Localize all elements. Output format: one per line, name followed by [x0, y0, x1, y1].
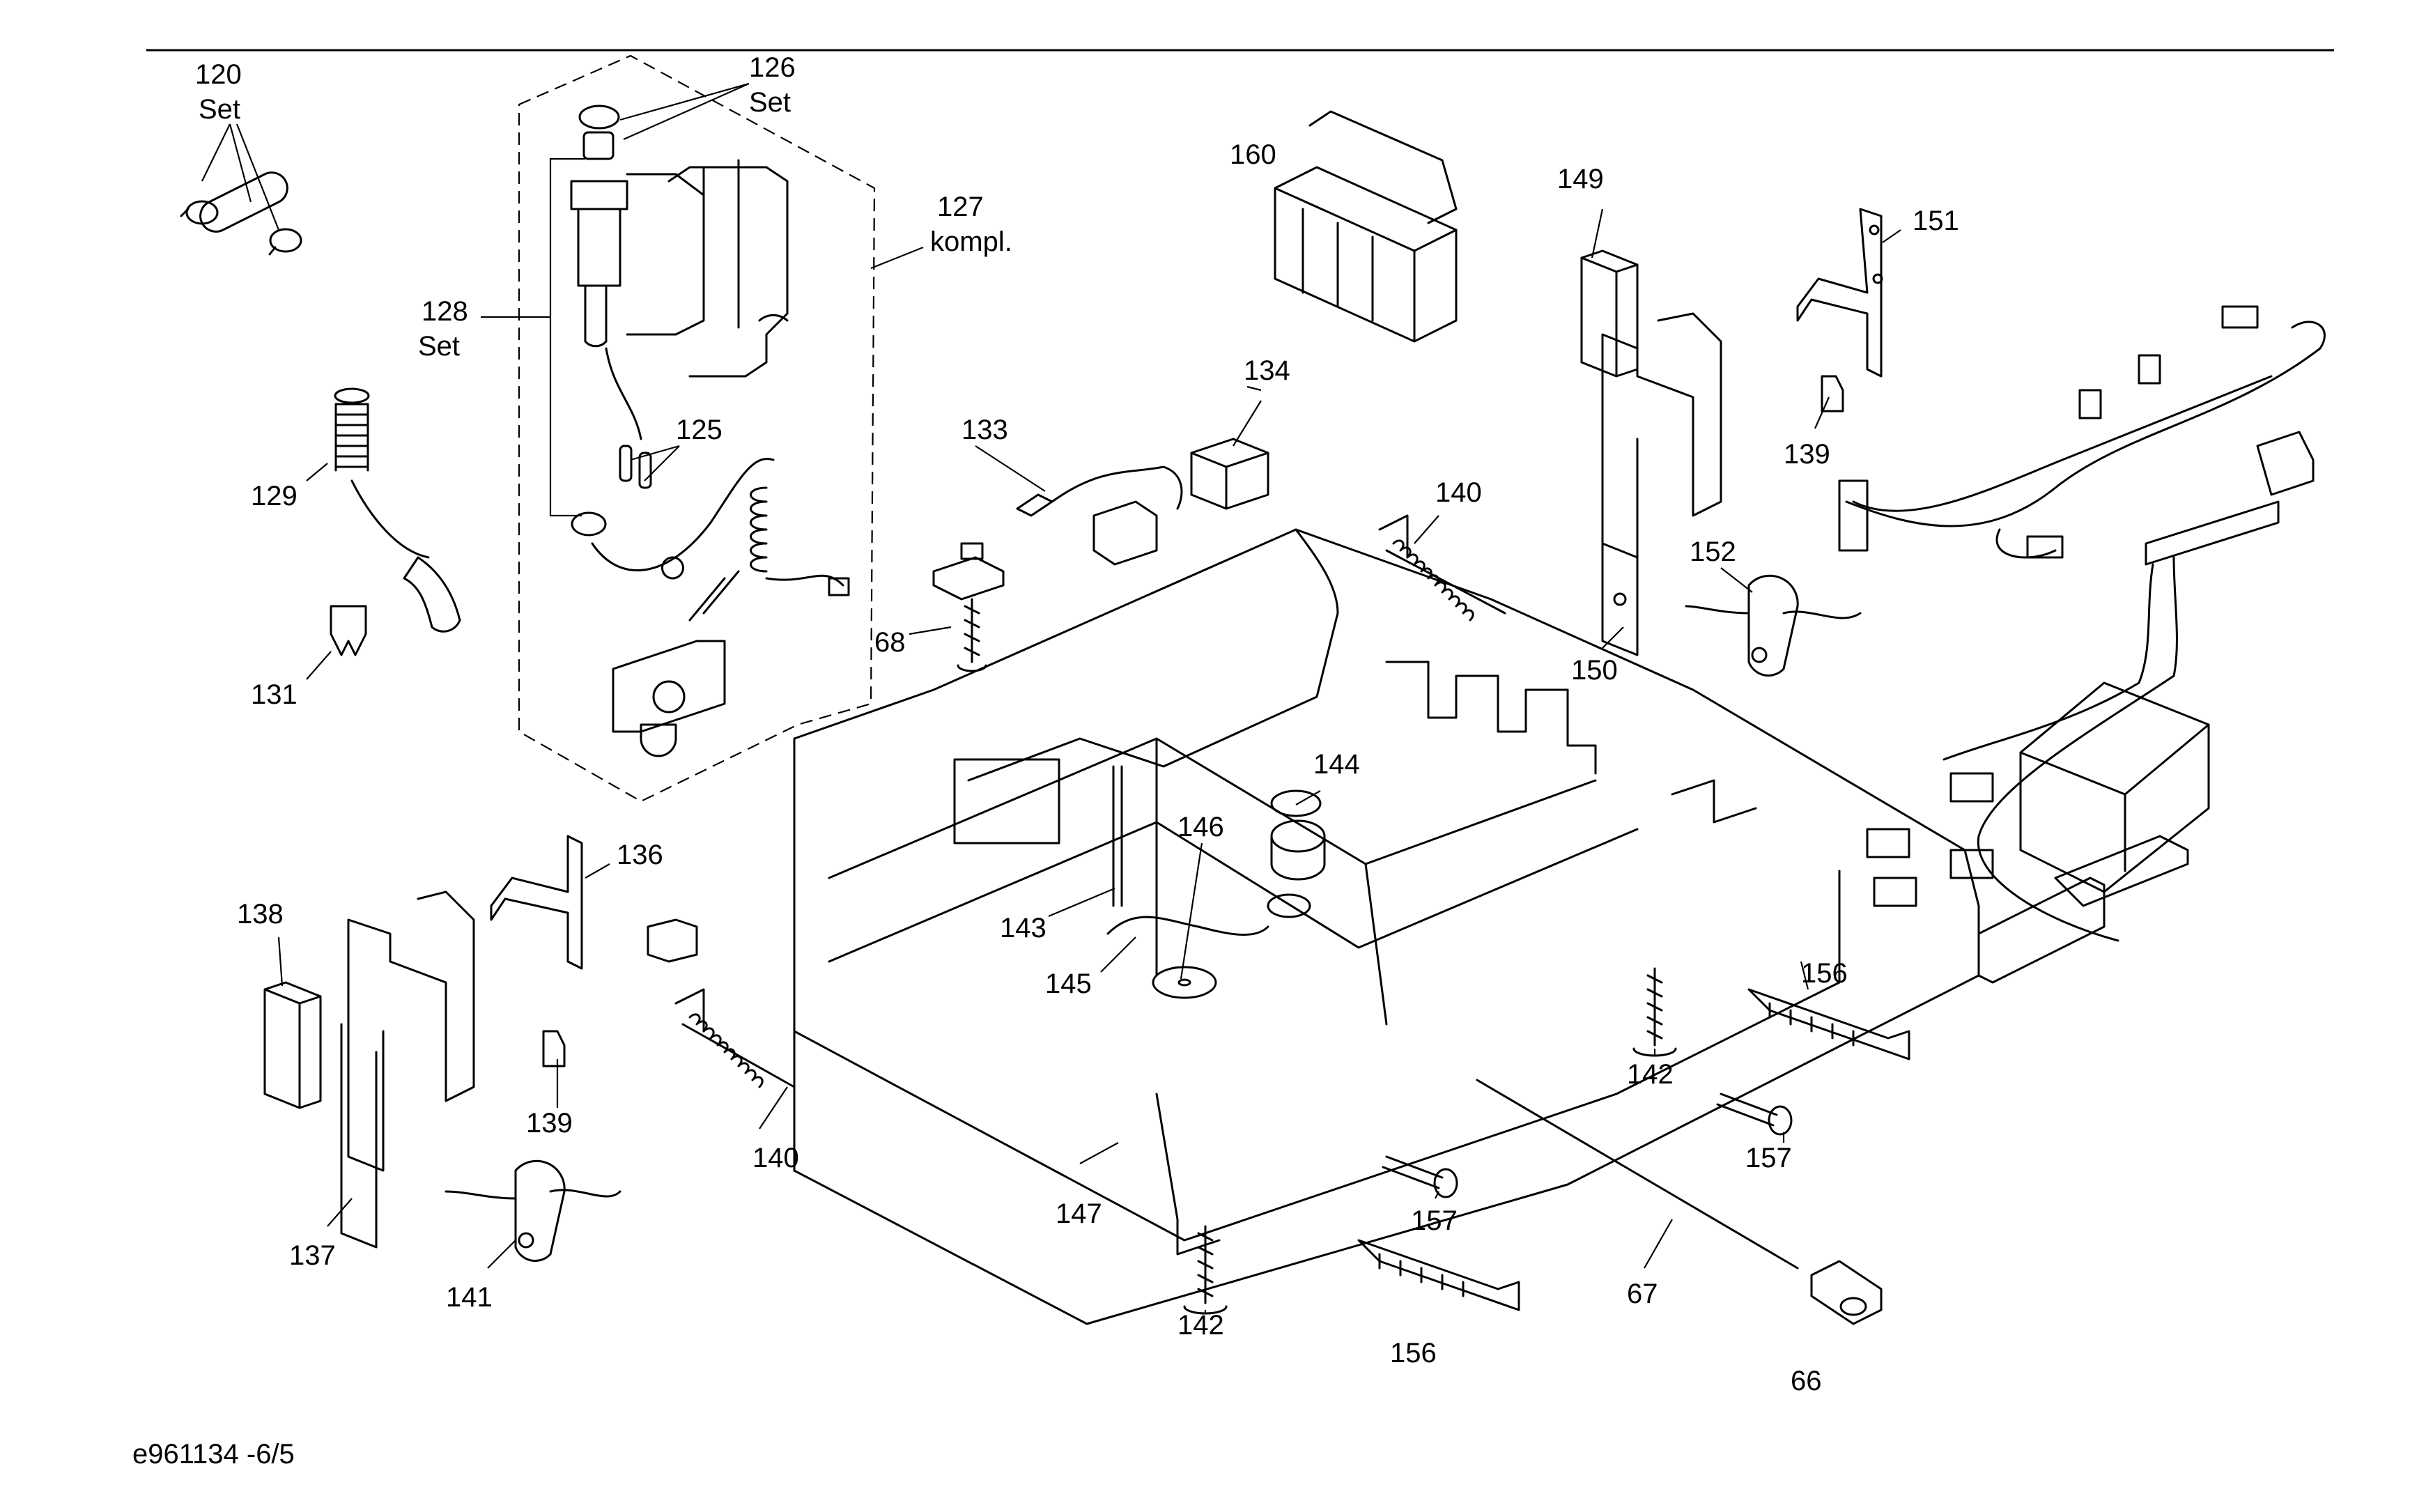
diagram-id: e961134 -6/5 [132, 1439, 295, 1469]
part-66-knob [1810, 1260, 1883, 1325]
label-142-lower: 142 [1177, 1310, 1224, 1341]
part-160-control-module [1274, 110, 1458, 343]
label-129: 129 [251, 481, 298, 511]
part-129-spring-hose [334, 387, 461, 633]
label-128-sub: Set [418, 331, 460, 362]
label-144: 144 [1313, 749, 1360, 780]
label-126-sub: Set [749, 87, 791, 118]
label-151: 151 [1913, 206, 1959, 236]
part-labels: 120 Set 126 Set 127 kompl. 128 Set 125 1… [195, 52, 1959, 1396]
part-157-bolt-upper [1716, 1093, 1793, 1136]
label-128: 128 [422, 296, 468, 327]
leader-lines [201, 82, 1901, 1313]
part-134-connector [1190, 438, 1269, 510]
label-120: 120 [195, 59, 242, 90]
part-68-switch [932, 542, 1005, 672]
part-152-sensor [1685, 574, 1862, 677]
label-152: 152 [1690, 537, 1736, 567]
label-126: 126 [749, 52, 796, 83]
part-136-bracket [490, 835, 583, 970]
label-143: 143 [1000, 913, 1046, 943]
part-141-sensor [445, 1159, 621, 1262]
part-120-hose-connector [180, 171, 302, 256]
part-151-bracket [1796, 208, 1883, 378]
part-146-disc [1152, 966, 1217, 999]
label-133: 133 [961, 415, 1008, 445]
part-137-side-bracket [340, 890, 475, 1249]
part-139-clip-upper [1821, 375, 1844, 412]
label-160: 160 [1230, 139, 1276, 170]
label-156-upper: 156 [1801, 958, 1848, 989]
label-67: 67 [1627, 1279, 1658, 1309]
label-138: 138 [237, 899, 284, 929]
part-143-rod [1112, 765, 1123, 907]
label-140-upper: 140 [1435, 477, 1482, 508]
label-141: 141 [446, 1282, 493, 1313]
label-136: 136 [617, 840, 663, 870]
part-131-clip [330, 605, 367, 656]
label-68: 68 [874, 627, 906, 658]
part-140-spring-upper [1378, 514, 1506, 622]
part-67-rod [1476, 1079, 1799, 1270]
part-140-spring-lower [674, 988, 796, 1088]
label-157-lower: 157 [1411, 1205, 1458, 1236]
part-157-bolt-lower [1382, 1155, 1458, 1198]
part-connector-136 [647, 918, 698, 963]
part-142-screw-upper [1632, 967, 1677, 1057]
part-connectors-lower [1866, 772, 2106, 984]
label-149: 149 [1557, 164, 1604, 194]
label-150: 150 [1571, 655, 1618, 686]
part-125-cables [571, 445, 652, 537]
label-146: 146 [1177, 812, 1224, 842]
part-138-clip [263, 981, 322, 1109]
part-133-cable [1016, 465, 1183, 566]
part-149-clip [1580, 249, 1639, 378]
label-145: 145 [1045, 969, 1092, 999]
label-139-lower: 139 [526, 1108, 573, 1139]
label-125: 125 [676, 415, 723, 445]
part-156-strip-lower [1357, 1239, 1520, 1311]
assembly-127-outline [518, 54, 876, 803]
label-140-lower: 140 [752, 1143, 799, 1173]
part-139-clip-lower [542, 1030, 566, 1067]
part-145-wire [1106, 916, 1269, 936]
part-hose-coil [591, 458, 850, 622]
label-137: 137 [289, 1240, 336, 1271]
label-66: 66 [1791, 1366, 1822, 1396]
label-127-sub: kompl. [930, 226, 1012, 257]
label-147: 147 [1056, 1198, 1102, 1229]
label-134: 134 [1244, 355, 1290, 386]
label-120-sub: Set [199, 94, 240, 125]
part-valve-bracket [612, 640, 726, 757]
label-127: 127 [937, 192, 984, 222]
part-wire-harness [1838, 305, 2326, 942]
part-144-rings [1267, 789, 1326, 918]
part-150-side-bracket [1601, 312, 1722, 656]
part-142-screw-lower [1183, 1225, 1228, 1315]
part-156-strip-upper [1747, 988, 1910, 1060]
label-131: 131 [251, 679, 298, 710]
label-139-upper: 139 [1784, 439, 1830, 470]
label-142-upper: 142 [1627, 1059, 1674, 1090]
part-128-inlet-valve [570, 105, 789, 440]
label-157-upper: 157 [1745, 1143, 1792, 1173]
label-156-lower: 156 [1390, 1338, 1437, 1368]
part-control-box [2019, 681, 2210, 907]
